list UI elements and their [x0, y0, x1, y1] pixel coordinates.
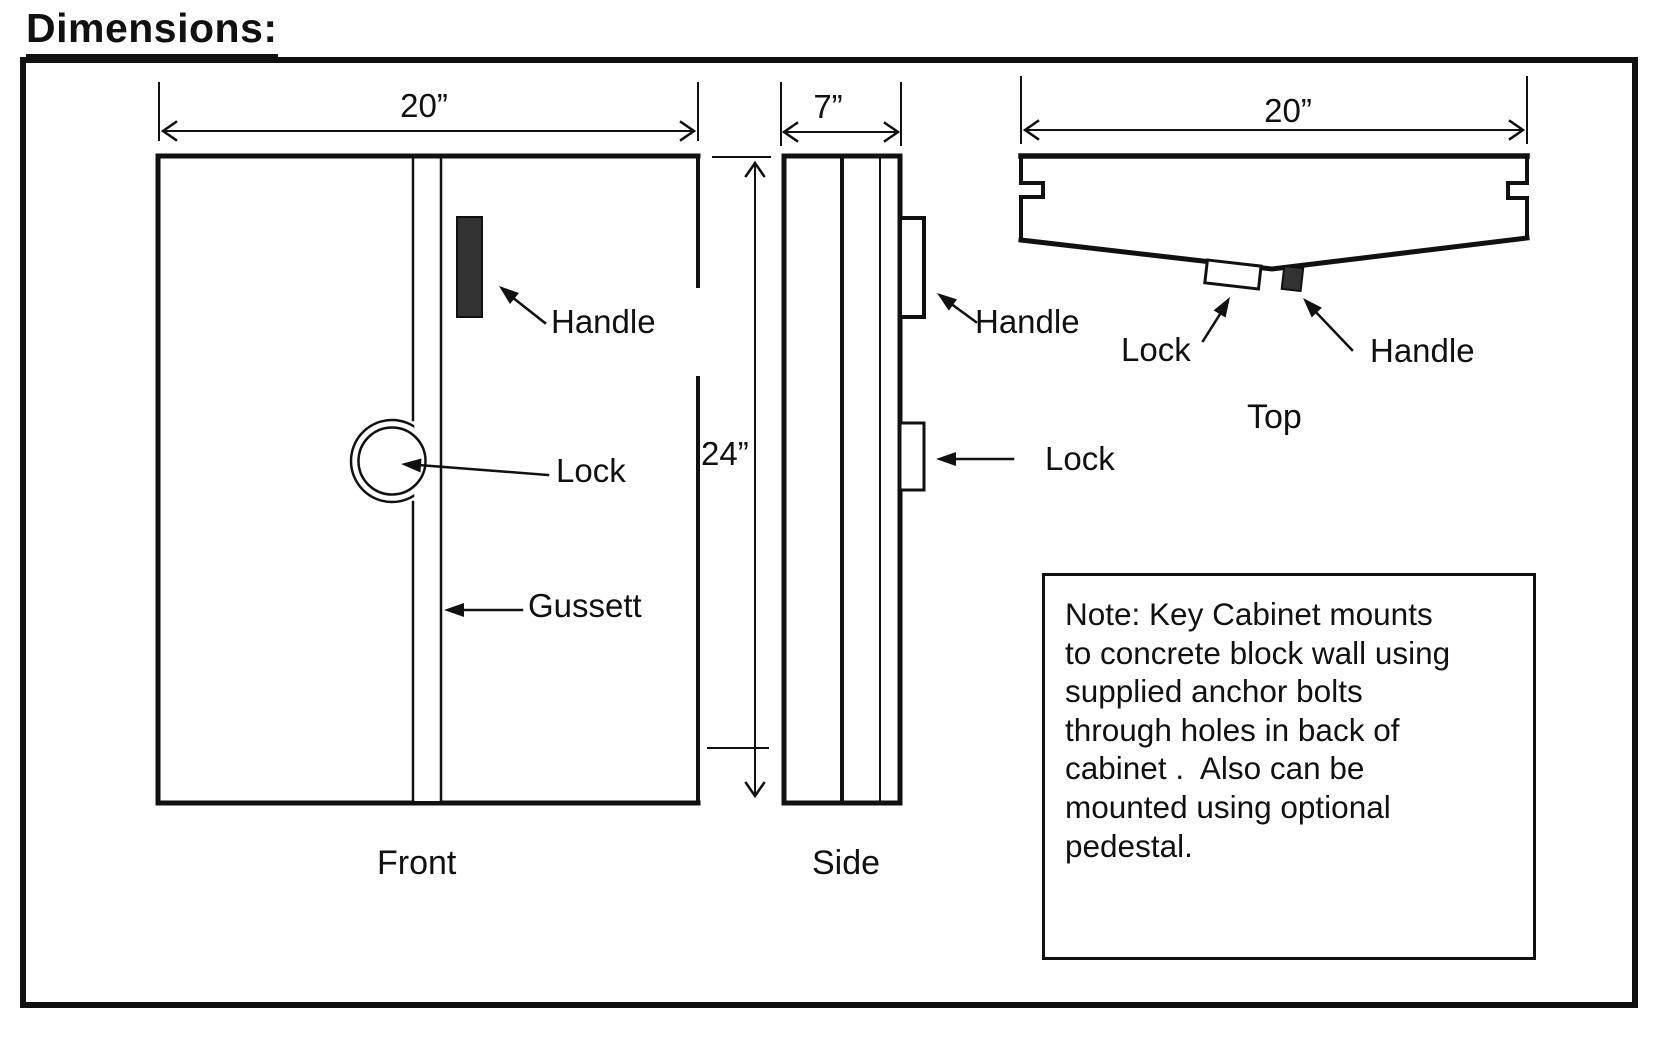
top-lock-rect [1203, 258, 1263, 291]
note-line: pedestal. [1065, 827, 1193, 864]
gussett-label: Gussett [528, 587, 642, 624]
side-view-inner-lines [840, 154, 881, 805]
top-width-dimension [1020, 76, 1528, 144]
front-view-label: Front [377, 844, 457, 882]
side-handle-arrow [937, 293, 978, 324]
top-handle-rect [1280, 264, 1305, 293]
front-handle-rect [456, 216, 483, 318]
note-line: Note: Key Cabinet mounts [1065, 596, 1433, 632]
note-line: cabinet . Also can be [1065, 750, 1365, 787]
side-lock-label: Lock [1045, 440, 1115, 477]
top-handle-arrow [1303, 298, 1354, 352]
side-lock-rect [898, 421, 926, 492]
front-lock-label: Lock [556, 452, 626, 489]
gussett-arrow [444, 603, 524, 617]
side-view-label: Side [812, 844, 881, 882]
side-width-dim-label: 7” [813, 88, 843, 125]
front-lock-arrow [401, 458, 550, 477]
lock-inner-circle [357, 426, 427, 496]
top-view-label: Top [1247, 398, 1302, 436]
page-title: Dimensions: [26, 5, 278, 59]
top-lock-arrow [1201, 297, 1230, 343]
top-lock-label: Lock [1121, 331, 1191, 368]
side-lock-arrow [936, 452, 1015, 466]
height-dimension [707, 156, 771, 799]
height-dim-label: 24” [701, 435, 749, 472]
side-handle-label: Handle [975, 303, 1080, 340]
side-handle-rect [898, 216, 926, 319]
side-width-dimension [780, 82, 902, 146]
front-handle-arrow [499, 286, 547, 325]
gussett-lines [411, 154, 443, 805]
top-width-dim-label: 20” [1264, 92, 1312, 129]
top-handle-label: Handle [1370, 332, 1475, 369]
diagram-frame [20, 57, 1638, 1008]
note-line: to concrete block wall using [1065, 634, 1451, 671]
front-view-outline [155, 153, 701, 806]
note-box: Note: Key Cabinet mounts to concrete blo… [1042, 573, 1536, 960]
note-line: supplied anchor bolts [1065, 673, 1363, 710]
front-width-dim-label: 20” [400, 87, 448, 124]
front-handle-label: Handle [551, 303, 656, 340]
top-view-outline [1018, 153, 1530, 272]
front-width-dimension [158, 82, 699, 142]
note-line: mounted using optional [1065, 788, 1391, 825]
note-line: through holes in back of [1065, 711, 1400, 748]
